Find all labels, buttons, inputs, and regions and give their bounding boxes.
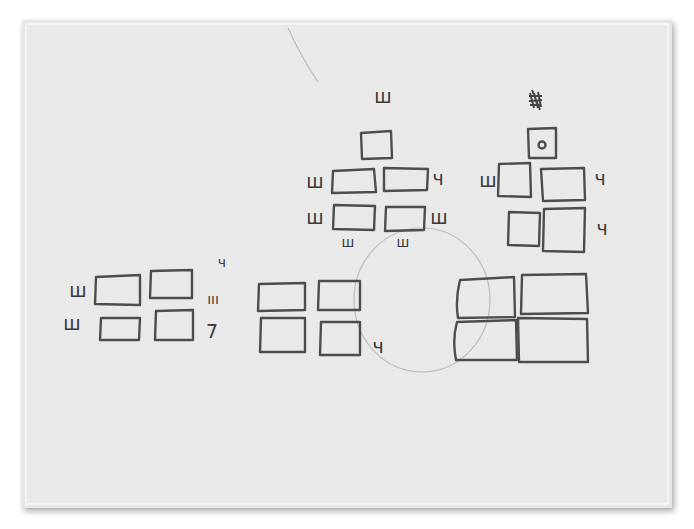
hand-drawn-boxes	[95, 128, 588, 362]
tally-mark: ч	[596, 219, 607, 238]
tally-mark: ч	[432, 169, 443, 188]
tally-mark: ııı	[207, 292, 219, 306]
paper-photo	[22, 20, 672, 508]
tally-mark: ч	[594, 169, 605, 188]
tally-mark: ч	[218, 255, 226, 269]
paper-inner	[26, 24, 668, 504]
tally-mark: 7	[206, 322, 218, 341]
tally-mark: ш	[306, 208, 323, 227]
tally-mark: ш	[63, 314, 80, 333]
tally-mark: ч	[372, 337, 383, 356]
tally-mark: ш	[306, 172, 323, 191]
tally-mark: ш	[430, 208, 447, 227]
scribble-mark	[529, 90, 542, 110]
tally-mark: ш	[374, 87, 391, 106]
tally-mark: ш	[69, 281, 86, 300]
tally-mark: ш	[397, 235, 410, 249]
tally-mark: ш	[342, 235, 355, 249]
tally-mark: ш	[479, 171, 496, 190]
faint-marks	[288, 28, 490, 372]
